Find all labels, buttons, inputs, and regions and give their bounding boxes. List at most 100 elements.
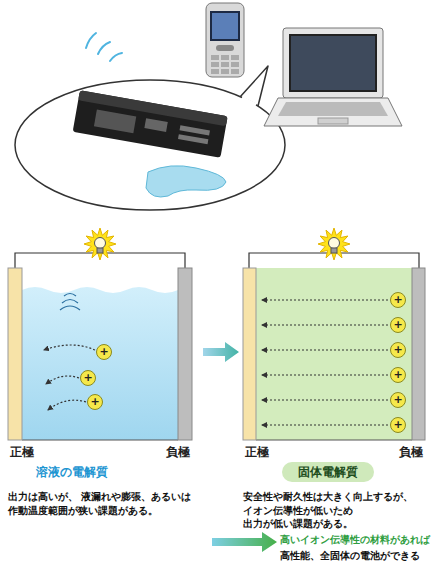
electrolyte-band: 固体電解質 (282, 462, 374, 482)
ion-path (46, 376, 79, 384)
conclusion-text: 高性能、全固体の電池ができる (280, 549, 420, 563)
mobile-phone (212, 13, 238, 39)
mobile-phone (206, 3, 244, 77)
solid-cell (412, 268, 425, 440)
node-text: 正極 (245, 444, 269, 461)
liquid-cell (8, 268, 22, 440)
ion-path (262, 399, 388, 400)
node-text: 負極 (166, 444, 190, 461)
ion-path (262, 349, 388, 350)
leaking-battery (180, 125, 210, 135)
leaking-battery (146, 166, 226, 197)
mobile-phone (221, 69, 229, 74)
laptop (264, 98, 402, 126)
conclusion-text: 高いイオン伝導性の材料があれば (280, 533, 430, 547)
liquid-cell (64, 294, 76, 297)
light-bulb (331, 248, 337, 253)
ion-charge: + (390, 417, 406, 433)
mobile-phone (206, 3, 244, 77)
laptop (291, 36, 375, 90)
light-bulb (97, 248, 103, 253)
mobile-phone (221, 62, 229, 67)
conclusion-arrow (212, 532, 277, 552)
liquid-cell (178, 268, 192, 440)
solid-cell (243, 268, 425, 440)
leaking-battery (178, 134, 208, 144)
sweat-marks (86, 33, 122, 61)
node-text: 固体電解質 (298, 465, 358, 479)
sweat-marks (86, 33, 96, 48)
ion-path (262, 424, 388, 425)
light-bulb (329, 238, 340, 249)
leaking-battery (144, 118, 167, 132)
liquid-cell (22, 287, 178, 440)
mobile-phone (231, 62, 239, 67)
ion (391, 318, 406, 333)
node-text: 負極 (399, 444, 423, 461)
light-bulb (318, 228, 350, 260)
electrolyte-name: 溶液の電解質 (36, 464, 108, 481)
sweat-marks (110, 53, 122, 61)
conclusion-arrow (212, 532, 277, 552)
wire (15, 253, 419, 268)
battery-cell: 正極 負極 (8, 268, 192, 461)
mobile-phone (211, 55, 219, 60)
ion-charge: + (390, 292, 406, 308)
node-text: 正極 (10, 444, 34, 461)
ion-path (262, 299, 388, 300)
ion-charge: + (390, 317, 406, 333)
ion (391, 293, 406, 308)
leaking-battery (73, 90, 228, 157)
laptop (318, 118, 348, 124)
speech-bubble (240, 66, 268, 106)
light-bulb (84, 228, 116, 260)
ion (81, 293, 406, 433)
laptop (278, 102, 388, 116)
mobile-phone (211, 62, 219, 67)
ion-charge: + (390, 342, 406, 358)
liquid-cell (60, 306, 80, 310)
mobile-phone (216, 45, 234, 51)
flow-arrow (203, 342, 239, 362)
ion (391, 418, 406, 433)
ion-path (262, 374, 388, 375)
mobile-phone (221, 55, 229, 60)
mobile-phone (210, 11, 240, 41)
description-text: 出力は高いが、 液漏れや膨張、あるいは 作動温度範囲が狭い課題がある。 (8, 490, 196, 517)
ion-path (44, 300, 388, 425)
leaking-battery (73, 90, 228, 157)
leaking-battery (73, 90, 228, 197)
liquid-cell (62, 300, 78, 304)
ion (391, 343, 406, 358)
ion-path (262, 324, 388, 325)
liquid-cell (60, 294, 80, 311)
ion-charge: + (80, 370, 96, 386)
liquid-cell (22, 440, 178, 441)
ion-path (44, 345, 95, 350)
laptop (289, 34, 377, 92)
solid-cell (256, 268, 412, 440)
light-bulb (95, 238, 106, 249)
speech-bubble (242, 98, 256, 106)
light-bulb (318, 228, 350, 260)
light-bulb (84, 228, 116, 260)
ion (391, 393, 406, 408)
description-text: 安全性や耐久性は大きく向上するが、 イオン伝導性が低いため 出力が低い課題がある… (243, 490, 435, 531)
mobile-phone (211, 69, 219, 74)
ion-charge: + (96, 344, 112, 360)
speech-bubble (15, 66, 285, 210)
mobile-phone (231, 55, 239, 60)
solid-cell (243, 268, 256, 440)
ion-charge: + (390, 392, 406, 408)
ion (81, 371, 96, 386)
laptop (264, 28, 402, 126)
ion-charge: + (390, 367, 406, 383)
leaking-battery (94, 110, 136, 134)
ion-charge: + (87, 394, 103, 410)
ion (391, 368, 406, 383)
ion (88, 395, 103, 410)
ion-path (48, 400, 86, 410)
